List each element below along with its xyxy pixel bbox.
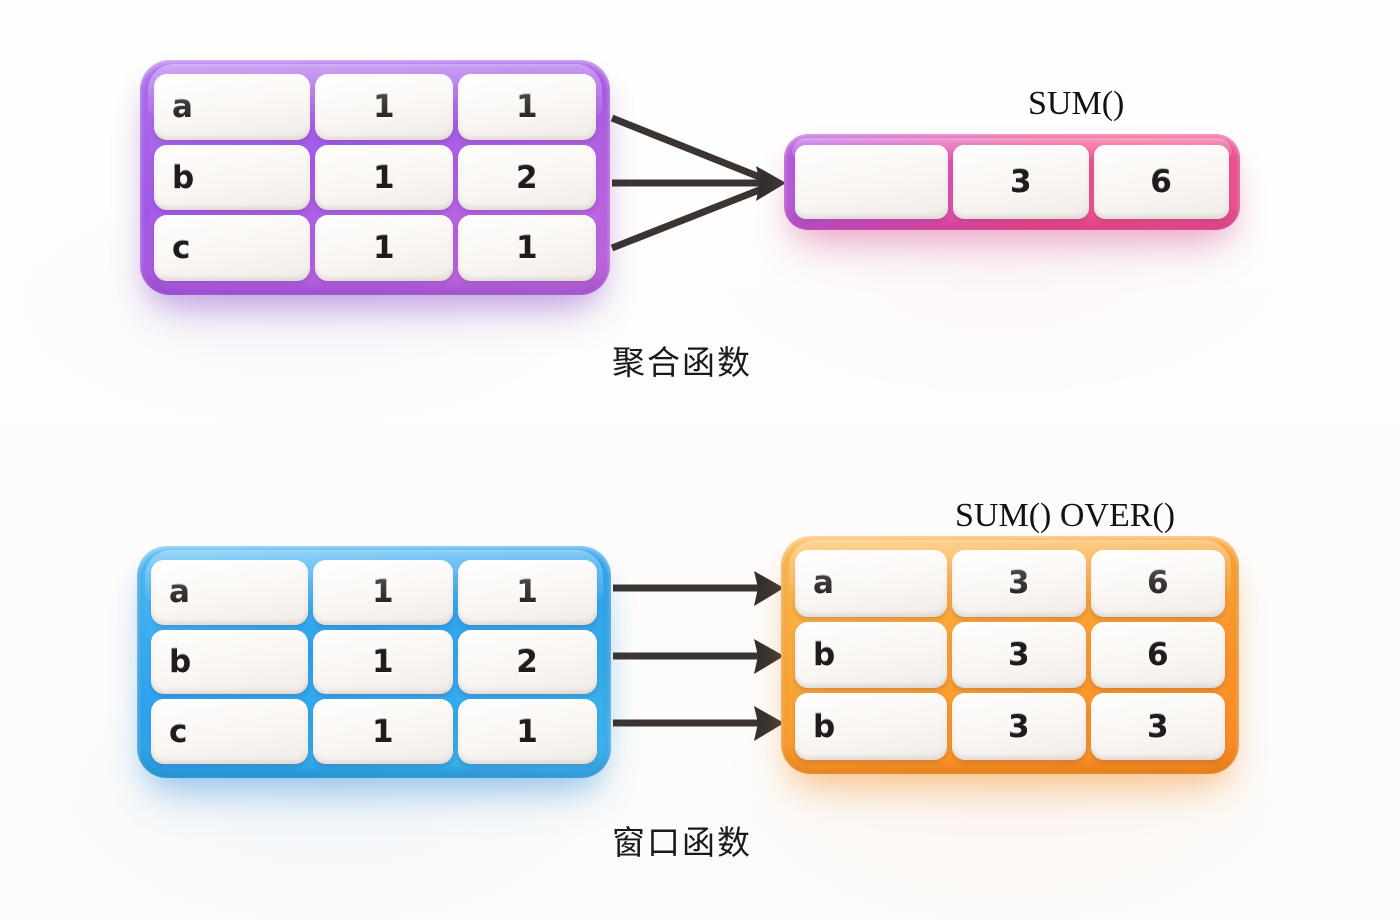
table-row: a 3 6 [795, 550, 1225, 617]
table-cell-key: a [795, 550, 947, 617]
table-row: a 1 1 [154, 74, 596, 140]
table-cell-value: 2 [458, 144, 596, 211]
table-cell-key: a [154, 74, 310, 140]
table-cell-value: 3 [952, 550, 1086, 617]
table-row: c 1 1 [154, 215, 596, 282]
table-row: a 1 1 [151, 560, 597, 625]
window-caption: 窗口函数 [612, 823, 752, 862]
table-cell-key: b [154, 144, 310, 211]
table-cell-value: 2 [457, 629, 597, 695]
table-cell-value: 3 [953, 145, 1089, 219]
table-cell-value: 1 [315, 215, 453, 282]
table-cell-value: 6 [1091, 621, 1225, 689]
table-row: b 1 2 [154, 144, 596, 211]
aggregate-function-label: SUM() [1028, 85, 1125, 122]
table-cell-value: 3 [1091, 693, 1225, 761]
table-row: b 3 6 [795, 621, 1225, 689]
arrow-head-icon [754, 706, 784, 741]
table-cell-key: b [795, 621, 947, 689]
aggregate-source-table: a 1 1 b 1 2 c 1 1 [140, 60, 610, 295]
aggregate-caption: 聚合函数 [612, 343, 752, 382]
table-row: 3 6 [795, 145, 1229, 219]
window-result-table: a 3 6 b 3 6 b 3 3 [781, 536, 1239, 774]
table-cell-value: 1 [458, 215, 596, 282]
table-cell-value: 3 [952, 693, 1086, 761]
table-cell-key [795, 145, 949, 219]
table-cell-value: 1 [313, 699, 453, 765]
table-cell-key: c [151, 699, 309, 765]
window-source-table: a 1 1 b 1 2 c 1 1 [137, 546, 611, 778]
arrow-head-icon [754, 639, 784, 674]
arrow-head-icon [756, 166, 786, 201]
table-cell-key: a [151, 560, 309, 625]
table-cell-value: 3 [952, 621, 1086, 689]
table-row: b 1 2 [151, 629, 597, 695]
table-cell-value: 1 [457, 699, 597, 765]
arrow-head-icon [754, 571, 784, 606]
table-cell-value: 1 [457, 560, 597, 625]
arrow-line-bottom [610, 181, 774, 252]
table-cell-value: 1 [313, 560, 453, 625]
table-row: b 3 3 [795, 693, 1225, 761]
table-cell-value: 1 [315, 74, 453, 140]
table-cell-value: 1 [458, 74, 596, 140]
table-row: c 1 1 [151, 699, 597, 765]
table-cell-value: 6 [1093, 145, 1229, 219]
table-cell-value: 1 [313, 629, 453, 695]
table-cell-key: b [151, 629, 309, 695]
table-cell-value: 1 [315, 144, 453, 211]
table-cell-key: b [795, 693, 947, 761]
aggregate-result-table: 3 6 [784, 134, 1240, 230]
table-cell-value: 6 [1091, 550, 1225, 617]
window-function-label: SUM() OVER() [955, 497, 1176, 534]
arrow-line-top [610, 114, 774, 186]
table-cell-key: c [154, 215, 310, 282]
